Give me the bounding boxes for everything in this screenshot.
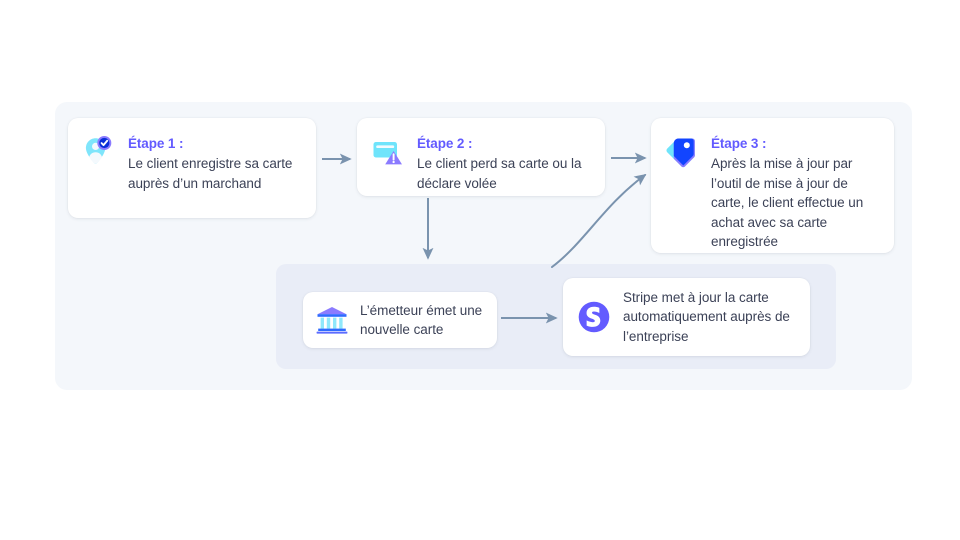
issuer-card-text: L’émetteur émet une nouvelle carte [360, 301, 485, 340]
step-card-1[interactable]: Étape 1 : Le client enregistre sa carte … [68, 118, 316, 218]
step-card-1-title: Étape 1 : [128, 136, 184, 151]
bank-icon [315, 303, 349, 337]
issuer-card-body: L’émetteur émet une nouvelle carte [360, 302, 483, 338]
step-card-3-title: Étape 3 : [711, 136, 767, 151]
step-card-1-body: Le client enregistre sa carte auprès d’u… [128, 156, 293, 191]
card-warning-icon [371, 134, 405, 168]
tag-icon [665, 134, 699, 168]
step-card-3-body: Après la mise à jour par l’outil de mise… [711, 156, 864, 249]
step-card-2[interactable]: Étape 2 : Le client perd sa carte ou la … [357, 118, 605, 196]
stripe-card-text: Stripe met à jour la carte automatiqueme… [623, 288, 796, 347]
stripe-card-body: Stripe met à jour la carte automatiqueme… [623, 289, 790, 344]
step-card-1-text: Étape 1 : Le client enregistre sa carte … [128, 134, 302, 193]
step-card-3-text: Étape 3 : Après la mise à jour par l’out… [711, 134, 880, 252]
stripe-logo-icon [577, 300, 611, 334]
step-card-3[interactable]: Étape 3 : Après la mise à jour par l’out… [651, 118, 894, 253]
step-card-2-body: Le client perd sa carte ou la déclare vo… [417, 156, 582, 191]
step-card-2-title: Étape 2 : [417, 136, 473, 151]
step-card-2-text: Étape 2 : Le client perd sa carte ou la … [417, 134, 591, 193]
issuer-card[interactable]: L’émetteur émet une nouvelle carte [303, 292, 497, 348]
stripe-card[interactable]: Stripe met à jour la carte automatiqueme… [563, 278, 810, 356]
person-pin-check-icon [82, 134, 116, 168]
